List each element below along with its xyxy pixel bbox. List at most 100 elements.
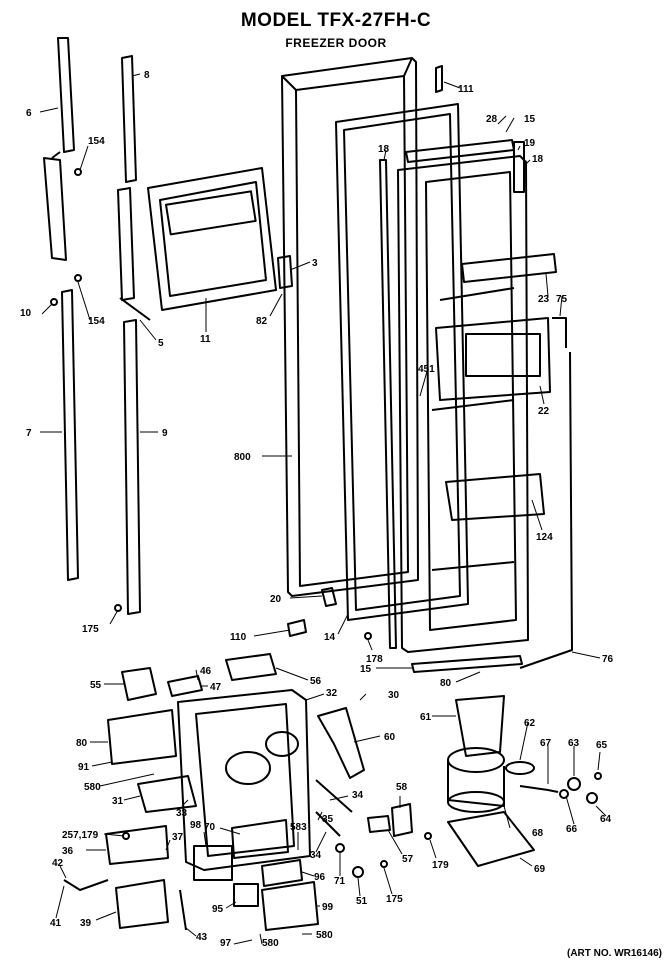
inner-door-liner	[397, 155, 529, 653]
outer-door-800	[281, 57, 419, 597]
callout-51: 51	[356, 896, 368, 907]
callout-580a: 580	[84, 782, 101, 793]
switch-58	[391, 803, 413, 837]
callout-18a: 18	[532, 154, 544, 165]
screw-154a	[74, 168, 82, 176]
callout-800: 800	[234, 452, 251, 463]
part-110	[287, 619, 307, 637]
callout-70: 70	[204, 822, 216, 833]
dispenser-window-22	[435, 317, 551, 401]
callout-37: 37	[172, 832, 184, 843]
callout-23: 23	[538, 294, 550, 305]
callout-68: 68	[532, 828, 544, 839]
hinge-3	[277, 255, 293, 289]
callout-32: 32	[326, 688, 338, 699]
part-56	[225, 653, 277, 681]
bar-23	[461, 253, 557, 283]
solenoid-98	[193, 845, 233, 881]
spring-34	[315, 779, 353, 813]
callout-42: 42	[52, 858, 64, 869]
part-179	[424, 832, 432, 840]
callout-69: 69	[534, 864, 546, 875]
part-47	[167, 675, 203, 697]
chute-61	[455, 695, 505, 757]
callout-19: 19	[524, 138, 536, 149]
bin-124	[445, 473, 545, 521]
wire-42	[63, 879, 109, 891]
callout-65: 65	[596, 740, 608, 751]
callout-580b: 580	[262, 938, 279, 949]
gasket-14	[335, 103, 469, 621]
callout-15b: 15	[360, 664, 372, 675]
callout-10: 10	[20, 308, 32, 319]
part-96	[261, 859, 303, 887]
callout-28: 28	[486, 114, 498, 125]
dispenser-housing-32	[177, 689, 311, 871]
box-99	[261, 881, 319, 931]
callout-64: 64	[600, 814, 612, 825]
callout-71: 71	[334, 876, 346, 887]
part-178	[364, 632, 372, 640]
callout-124: 124	[536, 532, 553, 543]
callout-5: 5	[158, 338, 164, 349]
leader-lines	[39, 73, 607, 945]
callout-82: 82	[256, 316, 268, 327]
part-63	[567, 777, 581, 791]
callout-33: 33	[176, 808, 188, 819]
art-number: (ART NO. WR16146)	[566, 948, 662, 959]
callout-46: 46	[200, 666, 212, 677]
callout-580c: 580	[316, 930, 333, 941]
callout-60: 60	[384, 732, 396, 743]
actuator-80	[107, 709, 177, 765]
callout-20: 20	[270, 594, 282, 605]
screw-10	[50, 298, 58, 306]
disc-62	[505, 761, 535, 775]
callout-66: 66	[566, 824, 578, 835]
callout-31: 31	[112, 796, 124, 807]
callout-58: 58	[396, 782, 408, 793]
strip-15-bottom	[411, 655, 523, 673]
part-175b	[380, 860, 388, 868]
callout-76: 76	[602, 654, 614, 665]
model-title: MODEL TFX-27FH-C	[240, 10, 432, 31]
callout-154b: 154	[88, 316, 105, 327]
callout-8: 8	[144, 70, 150, 81]
callout-39: 39	[80, 918, 92, 929]
part-95	[233, 883, 259, 907]
callout-55: 55	[90, 680, 102, 691]
callout-95: 95	[212, 904, 224, 915]
callout-75: 75	[556, 294, 568, 305]
callout-3: 3	[312, 258, 318, 269]
part-19	[513, 141, 525, 193]
callout-57: 57	[402, 854, 414, 865]
callout-6: 6	[26, 108, 32, 119]
callout-80a: 80	[440, 678, 452, 689]
callout-30: 30	[388, 690, 400, 701]
callout-583: 583	[290, 822, 307, 833]
part-65	[594, 772, 602, 780]
callout-62: 62	[524, 718, 536, 729]
callout-22: 22	[538, 406, 550, 417]
callout-34b: 34	[310, 850, 322, 861]
callout-178: 178	[366, 654, 383, 665]
callout-98: 98	[190, 820, 202, 831]
trim-strip-6	[43, 37, 75, 261]
callout-257-179: 257,179	[62, 830, 99, 841]
callout-18b: 18	[378, 144, 390, 155]
callout-7: 7	[26, 428, 32, 439]
housing-69	[447, 811, 535, 867]
lever-60	[317, 707, 365, 779]
part-64	[586, 792, 598, 804]
rod-75	[552, 317, 567, 348]
dispenser-cover-11	[147, 167, 277, 311]
callout-36: 36	[62, 846, 74, 857]
callout-61: 61	[420, 712, 432, 723]
callout-56: 56	[310, 676, 322, 687]
callout-14: 14	[324, 632, 336, 643]
part-51	[352, 866, 364, 878]
callout-63: 63	[568, 738, 580, 749]
callout-91: 91	[78, 762, 90, 773]
callout-110: 110	[230, 632, 247, 643]
